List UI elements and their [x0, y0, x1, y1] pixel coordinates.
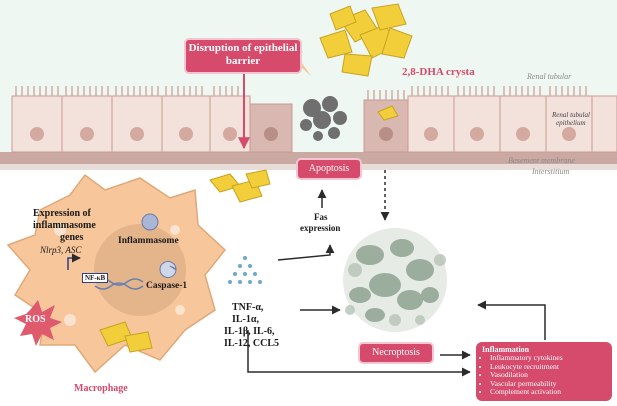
inflammation-item: Complement activation: [490, 388, 612, 397]
feedback-arrow: [477, 300, 546, 340]
macrophage-inflammation-arrow: [247, 330, 471, 377]
cytokine-fas-arrow: [277, 244, 335, 261]
necroptosis-label: Necroptosis: [360, 344, 432, 362]
expression-label-3: genes: [60, 232, 84, 243]
disruption-label: Disruption of epithelial barrier: [186, 40, 300, 72]
renal-epithelium-label-1: Renal tubulal: [552, 111, 590, 119]
inflammation-item: Leukocyte recruitment: [490, 362, 612, 372]
necroptotic-cells: [343, 228, 447, 332]
fas-label-2: expression: [300, 223, 341, 233]
inflammasome-label: Inflammasome: [118, 236, 179, 246]
expression-label-2: inflammasome: [33, 220, 96, 231]
renal-tubular-label: Renal tubular: [527, 72, 572, 81]
basement-membrane: [0, 152, 617, 164]
apoptosis-label: Apoptosis: [298, 160, 360, 178]
inflammation-box: Inflammation Inflammatory cytokines Leuk…: [476, 342, 612, 401]
crystal-interstitium: [209, 169, 271, 203]
cytokines-line-4: IL-12, CCL5: [224, 338, 280, 349]
inflammation-item: Inflammatory cytokines: [490, 353, 612, 363]
interstitium-label: Interstitium: [532, 167, 570, 176]
nfkb-label: NF-κB: [82, 273, 109, 283]
inflammation-title: Inflammation: [482, 345, 530, 354]
fas-label-1: Fas: [314, 212, 328, 222]
caspase-label: Caspase-1: [146, 281, 188, 291]
inflammation-item: Vascular permeability: [490, 379, 612, 389]
macrophage-label: Macrophage: [74, 383, 128, 394]
ros-label: ROS: [25, 314, 46, 325]
crystal-small: [377, 105, 399, 121]
expression-label-1: Expression of: [33, 208, 91, 219]
renal-epithelium-label-2: epithelium: [556, 119, 586, 127]
cytokines-line-2: IL-1α,: [232, 314, 259, 325]
crystal-cluster: [319, 3, 413, 77]
apoptotic-fragments: [300, 96, 347, 141]
cytokine-dots: [228, 256, 262, 284]
inflammation-item: Vasodilation: [490, 371, 612, 380]
inflammation-list: Inflammatory cytokines Leukocyte recruit…: [476, 353, 612, 397]
macrophage-cell: [6, 173, 227, 374]
cytokines-line-1: TNF-α,: [232, 302, 264, 313]
crystal-label: 2,8-DHA crysta: [402, 66, 475, 78]
cytokines-line-3: IL-1β, IL-6,: [224, 326, 275, 337]
genes-label: Nlrp3, ASC: [40, 245, 82, 255]
basement-membrane-label: Basement membrane: [508, 156, 575, 165]
